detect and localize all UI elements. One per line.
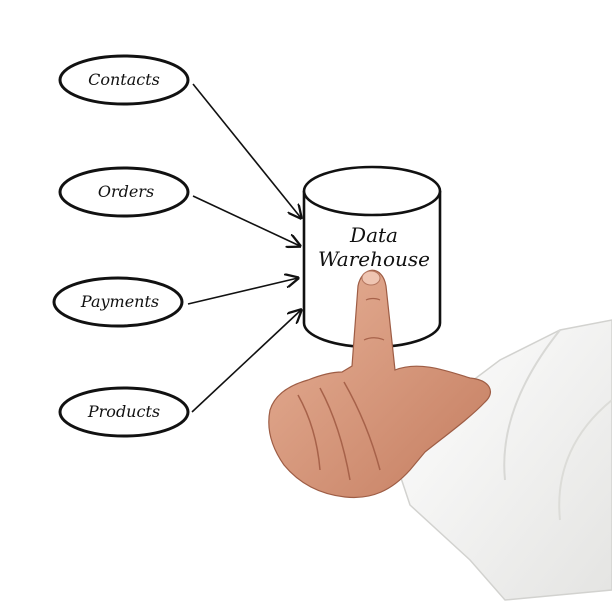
arrow-products — [191, 310, 301, 413]
source-orders-label: Orders — [98, 182, 154, 201]
source-products-label: Products — [87, 402, 160, 421]
warehouse-label-line2: Warehouse — [318, 247, 430, 271]
arrow-contacts — [192, 83, 301, 218]
hand — [268, 269, 491, 499]
arrow-payments — [187, 278, 298, 305]
source-orders: Orders — [58, 166, 190, 218]
warehouse-label-line1: Data — [349, 223, 398, 247]
source-payments: Payments — [52, 276, 184, 328]
source-contacts-label: Contacts — [88, 70, 160, 89]
pointing-hand-photo — [268, 269, 612, 601]
data-warehouse-cylinder: Data Warehouse — [302, 165, 442, 349]
source-products: Products — [58, 386, 190, 438]
source-contacts: Contacts — [58, 54, 190, 106]
arrow-orders — [192, 195, 300, 246]
source-payments-label: Payments — [80, 292, 159, 311]
